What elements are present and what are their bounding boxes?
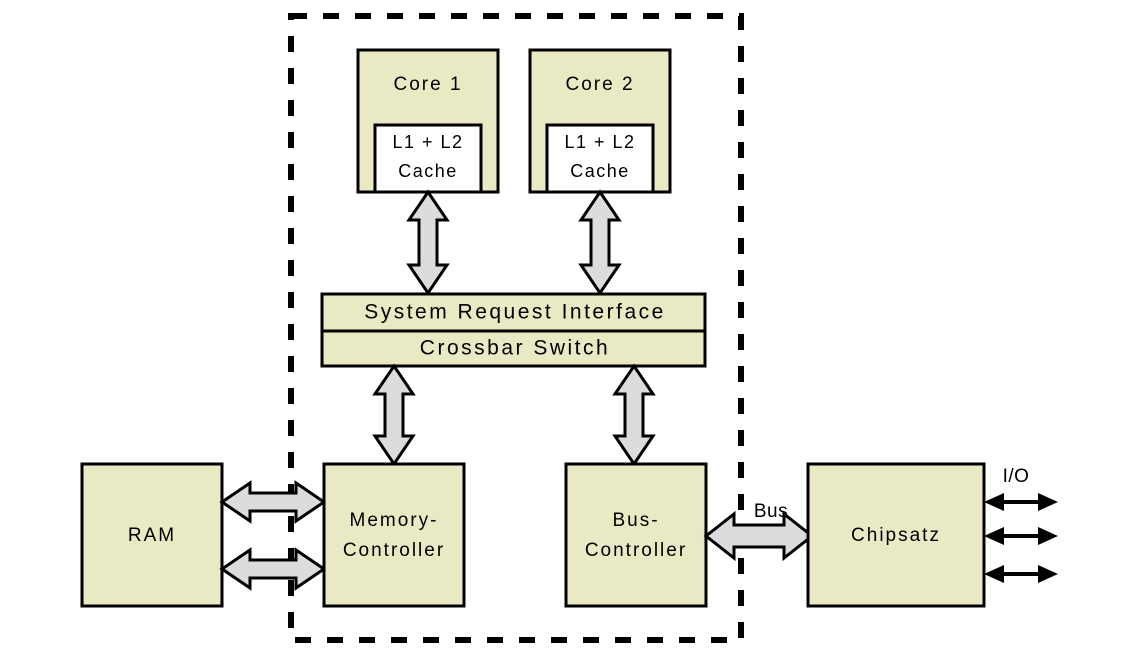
bus-controller-group: Bus- Controller [564, 462, 708, 608]
bus-controller-label-line1: Bus- [612, 510, 659, 531]
bus-controller-label-line2: Controller [585, 540, 687, 561]
core-2-label: Core 2 [565, 74, 634, 95]
arrow-core1-to-sri [406, 189, 450, 296]
arrow-ram-to-memory-controller-lower [219, 547, 327, 591]
chipsatz-label: Chipsatz [851, 525, 941, 546]
memory-controller-group: Memory- Controller [322, 462, 466, 608]
core-2-group: Core 2 L1 + L2 Cache [528, 48, 672, 194]
bus-label: Bus [754, 501, 788, 522]
memory-controller-box [322, 462, 466, 608]
ram-box [80, 462, 224, 608]
chipsatz-group: Chipsatz [806, 462, 986, 608]
io-label: I/O [1003, 466, 1030, 487]
arrow-crossbar-to-bus-controller [612, 363, 656, 467]
core-2-cache-label-line1: L1 + L2 [564, 132, 635, 152]
memory-controller-label-line1: Memory- [350, 510, 439, 531]
core-1-label: Core 1 [393, 74, 462, 95]
arrow-core2-to-sri [578, 189, 622, 296]
core-2-cache-box [545, 123, 655, 194]
io-arrow-3 [984, 565, 1058, 583]
core-1-group: Core 1 L1 + L2 Cache [356, 48, 500, 194]
ram-group: RAM [80, 462, 224, 608]
system-request-interface-label: System Request Interface [364, 301, 666, 324]
core-1-cache-label-line2: Cache [398, 161, 458, 181]
crossbar-switch-label: Crossbar Switch [420, 337, 610, 360]
arrow-ram-to-memory-controller-upper [219, 480, 327, 524]
system-request-interface-bar [320, 292, 707, 333]
chipsatz-box [806, 462, 986, 608]
arrow-crossbar-to-memory-controller [372, 363, 416, 467]
core-1-cache-label-line1: L1 + L2 [392, 132, 463, 152]
bus-controller-box [564, 462, 708, 608]
ram-label: RAM [128, 525, 176, 546]
cpu-die-boundary [288, 13, 744, 643]
crossbar-switch-bar [320, 329, 707, 368]
core-2-cache-label-line2: Cache [570, 161, 630, 181]
crossbar-switch-group: Crossbar Switch [320, 329, 707, 368]
core-1-cache-box [373, 123, 483, 194]
system-request-interface-group: System Request Interface [320, 292, 707, 333]
memory-controller-label-line2: Controller [343, 540, 445, 561]
io-arrow-1 [984, 493, 1058, 511]
io-arrow-2 [984, 527, 1058, 545]
